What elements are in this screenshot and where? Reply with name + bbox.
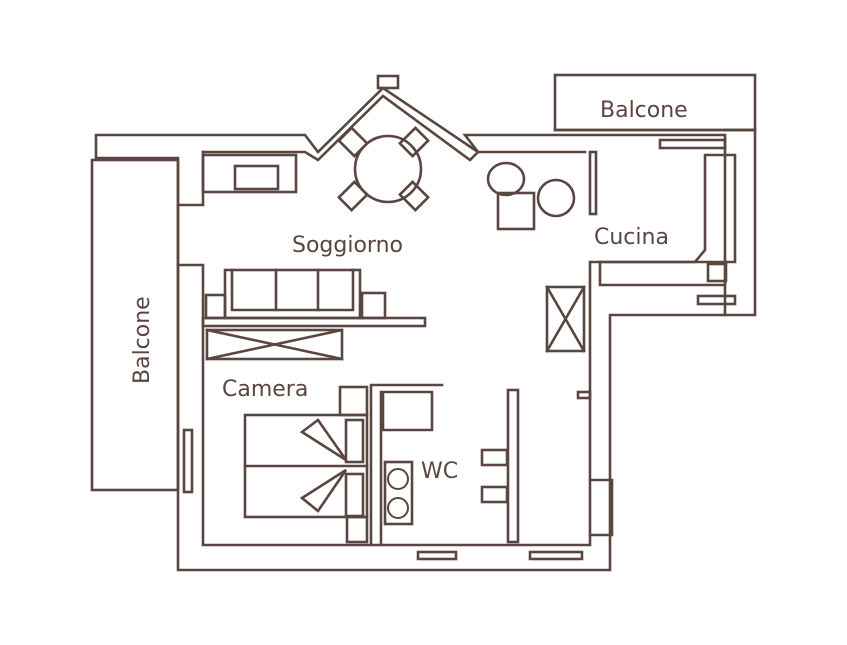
kitchen	[545, 150, 737, 537]
room-label-camera: Camera	[222, 377, 308, 402]
sofa	[201, 268, 427, 328]
room-label-soggiorno: Soggiorno	[292, 233, 403, 258]
balcony-left	[90, 158, 194, 494]
room-label-cucina: Cucina	[594, 225, 669, 250]
room-labels: Balcone Soggiorno Cucina Camera WC Balco…	[130, 98, 688, 484]
room-label-balcone-top: Balcone	[600, 98, 688, 123]
wc-fixtures	[369, 383, 592, 561]
dining-table	[337, 126, 430, 212]
room-label-wc: WC	[421, 459, 458, 484]
plan-lines	[90, 73, 757, 572]
balcony-top	[553, 73, 757, 317]
tv-unit	[201, 153, 298, 194]
room-label-balcone-left: Balcone	[130, 296, 155, 384]
bed	[243, 385, 369, 544]
wardrobe	[205, 328, 344, 361]
armchairs	[486, 161, 576, 231]
